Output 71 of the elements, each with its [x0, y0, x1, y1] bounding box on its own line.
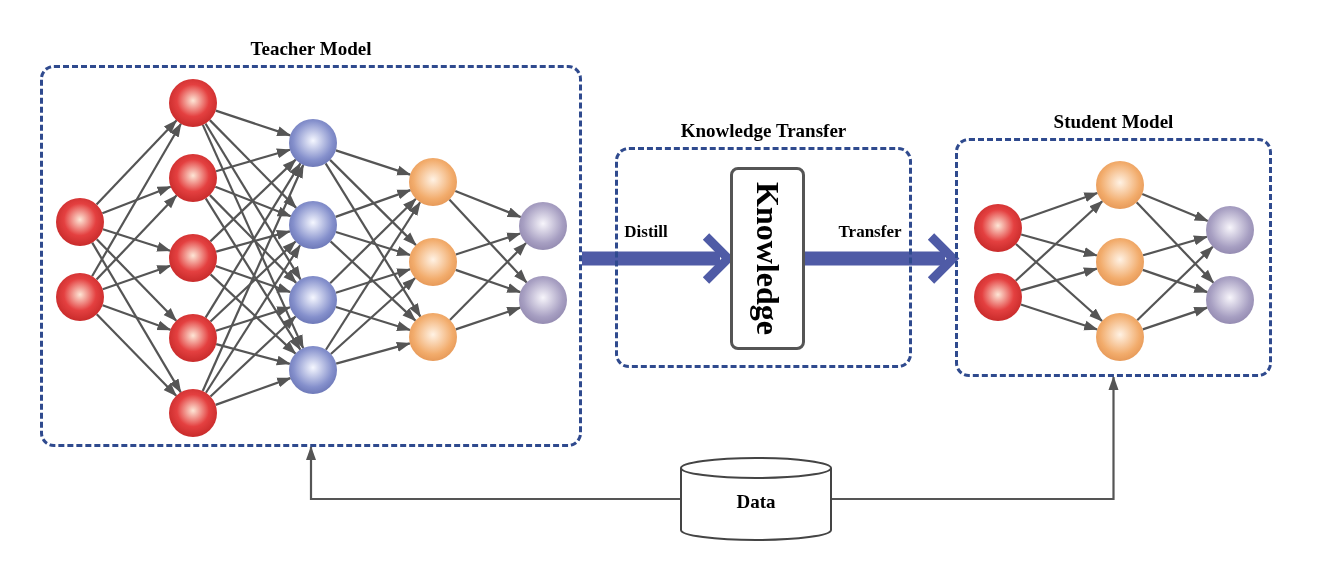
arrow [335, 189, 412, 218]
arrow [215, 264, 292, 294]
arrow [209, 315, 297, 398]
arrow [1015, 243, 1103, 322]
arrow [209, 240, 297, 323]
arrow [1142, 268, 1209, 294]
arrow [335, 268, 412, 294]
arrow [1014, 200, 1104, 282]
edge-label: Transfer [836, 222, 904, 240]
elbow-arrow [306, 446, 680, 501]
group-title: Knowledge Transfer [680, 121, 847, 140]
arrow [335, 231, 411, 256]
arrow [1142, 235, 1208, 257]
arrow [91, 122, 182, 277]
arrow [335, 342, 411, 365]
arrow [215, 306, 292, 332]
arrow [329, 159, 417, 246]
arrow [448, 198, 528, 284]
arrow [214, 185, 292, 218]
arrow [215, 343, 291, 366]
arrow [215, 230, 291, 253]
arrow [1020, 233, 1098, 257]
arrow [201, 124, 305, 349]
box-label: Knowledge [751, 182, 784, 335]
arrow [95, 194, 178, 281]
arrow [1141, 193, 1209, 222]
arrow [1020, 191, 1099, 222]
arrow [1020, 267, 1098, 292]
arrow [335, 306, 411, 331]
node-label: Data [736, 491, 776, 511]
arrow [95, 313, 178, 397]
arrow [454, 189, 522, 219]
arrow [209, 273, 297, 355]
arrow [209, 158, 297, 243]
group-title: Student Model [1053, 112, 1174, 131]
arrow [330, 277, 416, 355]
arrow [455, 268, 522, 294]
arrow [215, 109, 292, 137]
arrow [91, 242, 182, 394]
arrow [215, 148, 291, 173]
arrow [215, 377, 292, 406]
arrow [455, 306, 522, 331]
arrow [102, 304, 172, 331]
arrow [204, 122, 302, 281]
arrow [204, 197, 302, 351]
arrow [95, 119, 178, 206]
edge-label: Distill [622, 222, 670, 240]
arrow [324, 162, 422, 318]
arrow [329, 240, 417, 322]
arrow [209, 119, 297, 209]
arrow [102, 228, 172, 252]
arrow [325, 201, 421, 351]
arrow [101, 185, 172, 215]
arrow [205, 244, 301, 394]
arrow [335, 149, 412, 176]
arrow [449, 242, 527, 321]
arrow [1136, 245, 1214, 322]
thick-arrow [805, 232, 958, 285]
process-box [730, 167, 805, 350]
arrow [1135, 201, 1215, 284]
arrow [95, 238, 178, 322]
arrow [204, 162, 302, 319]
arrow [1020, 303, 1099, 331]
arrow [209, 194, 297, 284]
arrow [201, 164, 305, 392]
group-title: Teacher Model [250, 39, 372, 58]
arrow [455, 232, 522, 256]
arrow [102, 264, 172, 291]
arrow [1142, 306, 1209, 331]
elbow-arrow [832, 376, 1119, 501]
arrow [329, 198, 417, 284]
